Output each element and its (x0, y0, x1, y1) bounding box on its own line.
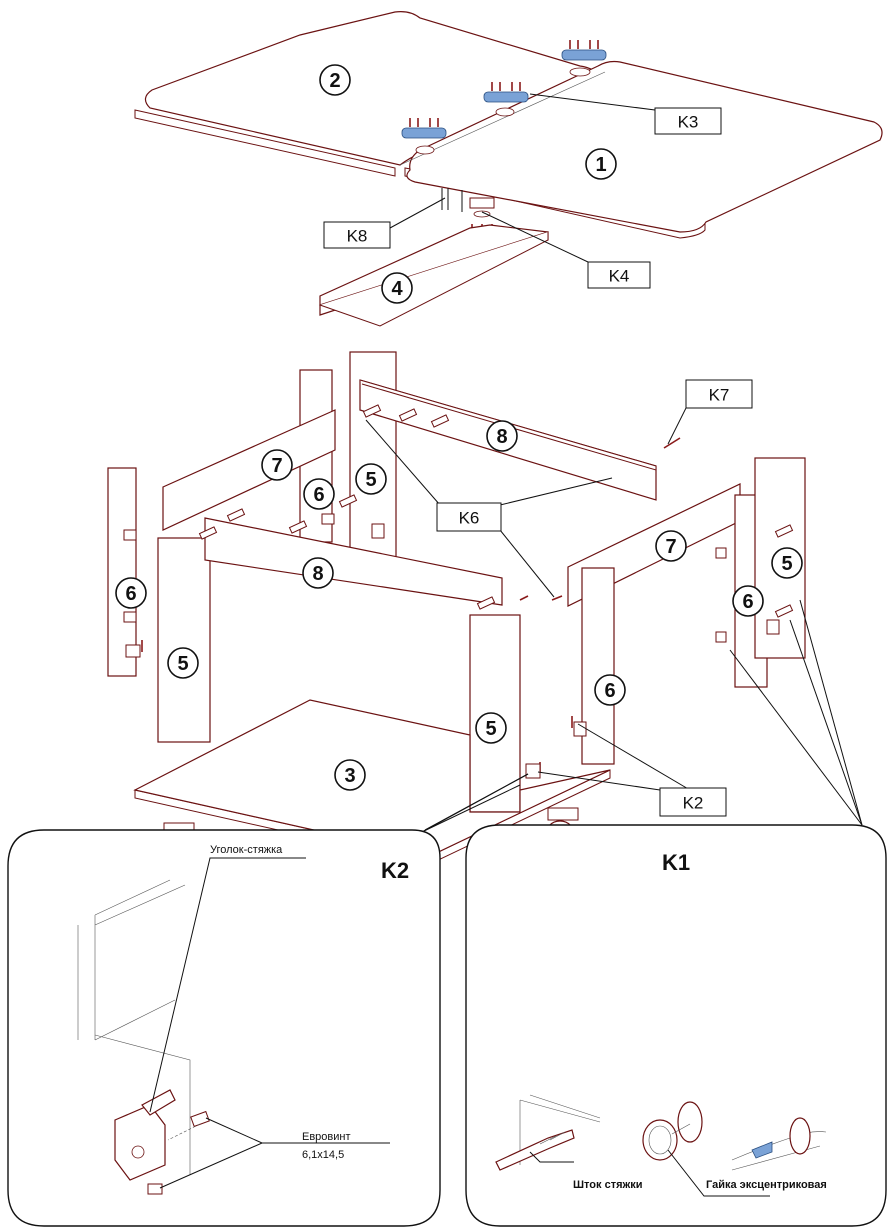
svg-text:6: 6 (313, 484, 324, 506)
part-number-5a: 5 (355, 463, 387, 495)
part-number-6b: 6 (115, 577, 147, 609)
part-number-3: 3 (334, 759, 366, 791)
svg-text:K1: K1 (662, 850, 690, 875)
svg-text:5: 5 (781, 553, 792, 575)
tabletop-group (134, 11, 883, 239)
part-number-6d: 6 (732, 585, 764, 617)
part-number-5d: 5 (771, 547, 803, 579)
panel-6-far-left (107, 467, 137, 677)
part-number-7b: 7 (655, 530, 687, 562)
hinge-plate-bottom (401, 118, 447, 139)
svg-text:K2: K2 (381, 858, 409, 883)
svg-text:4: 4 (391, 278, 403, 300)
part-number-2: 2 (319, 64, 351, 96)
panel-2-edge (134, 109, 396, 177)
part-number-1: 1 (585, 148, 617, 180)
svg-text:6: 6 (742, 591, 753, 613)
svg-text:5: 5 (485, 718, 496, 740)
part-number-6a: 6 (303, 478, 335, 510)
svg-text:7: 7 (665, 536, 676, 558)
svg-text:Гайка эксцентриковая: Гайка эксцентриковая (706, 1179, 827, 1191)
part-number-4: 4 (381, 272, 413, 304)
part-number-5c: 5 (475, 712, 507, 744)
svg-text:6,1x14,5: 6,1x14,5 (302, 1149, 344, 1161)
panel-6-right-front (581, 567, 615, 765)
svg-text:2: 2 (329, 70, 340, 92)
part-number-7a: 7 (261, 449, 293, 481)
part-number-8b: 8 (302, 557, 334, 589)
svg-text:3: 3 (344, 765, 355, 787)
hinge-plate-middle (483, 82, 529, 103)
svg-text:Уголок-стяжка: Уголок-стяжка (210, 844, 283, 856)
callout-k7: K7 (685, 379, 753, 409)
svg-text:K3: K3 (678, 113, 699, 132)
svg-text:K4: K4 (609, 267, 630, 286)
callout-k4: K4 (587, 261, 651, 289)
panel-7-left (162, 409, 336, 531)
part-number-6c: 6 (594, 674, 626, 706)
callout-k3: K3 (654, 107, 722, 135)
svg-text:Евровинт: Евровинт (302, 1131, 351, 1143)
part-number-8a: 8 (486, 420, 518, 452)
svg-text:1: 1 (595, 154, 606, 176)
callout-k6: K6 (436, 502, 502, 532)
callout-k8: K8 (323, 221, 391, 249)
svg-text:5: 5 (365, 469, 376, 491)
svg-text:6: 6 (125, 583, 136, 605)
svg-text:7: 7 (271, 455, 282, 477)
part-number-5b: 5 (167, 647, 199, 679)
detail-k2-box: K2 Уголок-стяжка Евровинт 6,1x14,5 (7, 829, 441, 1227)
callout-k2: K2 (659, 787, 727, 817)
svg-text:8: 8 (312, 563, 323, 585)
svg-text:5: 5 (177, 653, 188, 675)
svg-text:K2: K2 (683, 794, 704, 813)
svg-text:6: 6 (604, 680, 615, 702)
hinge-plate-top (561, 40, 607, 61)
svg-text:K8: K8 (347, 227, 368, 246)
svg-text:K6: K6 (459, 509, 480, 528)
detail-k1-box: K1 Шток стяжки Гайка эксцентриковая (465, 824, 887, 1227)
svg-text:K7: K7 (709, 386, 730, 405)
panel-8-front (204, 517, 503, 606)
svg-text:Шток стяжки: Шток стяжки (573, 1179, 643, 1191)
panel-5-front-left (157, 537, 211, 743)
svg-text:8: 8 (496, 426, 507, 448)
panel-4-group (319, 224, 549, 327)
